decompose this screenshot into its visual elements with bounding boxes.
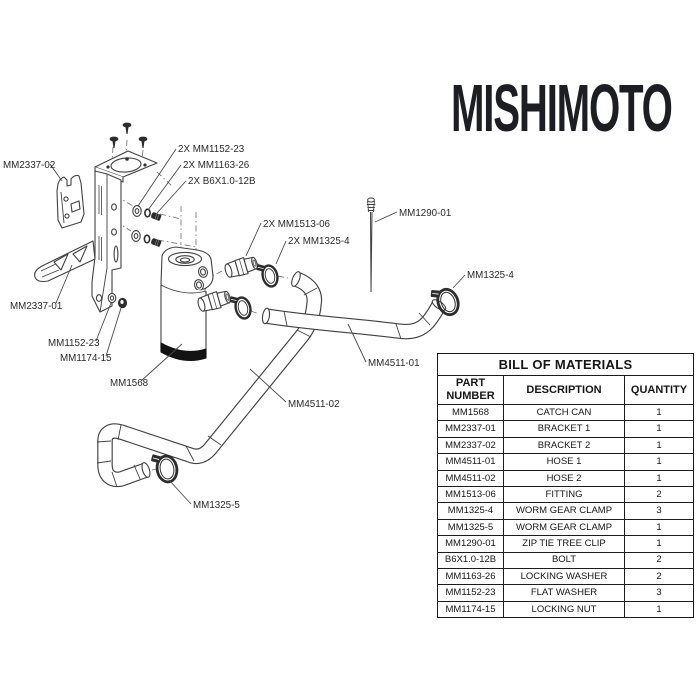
mounting-screws-drawing (109, 122, 148, 148)
part-number-cell: B6X1.0-12B (437, 551, 504, 569)
part-label: 2X MM1152-23 (178, 144, 245, 155)
quantity-cell: 1 (623, 453, 695, 471)
part-label: 2X B6X1.0-12B (188, 176, 256, 187)
part-label: MM2337-02 (3, 160, 55, 171)
part-label: 2X MM1513-06 (263, 219, 331, 230)
part-label: MM1152-23 (48, 338, 100, 349)
leader-lines (49, 148, 466, 505)
part-label: MM1174-15 (60, 353, 112, 364)
part-number-cell: MM1290-01 (437, 535, 504, 553)
locking-nut-icon (117, 297, 128, 309)
quantity-cell: 2 (623, 567, 695, 586)
flat-washer-icon (132, 205, 142, 217)
part-number-cell: MM1568 (437, 403, 504, 422)
worm-clamp-drawing (253, 258, 281, 291)
part-number-cell: MM4511-02 (437, 469, 504, 487)
screw-icon (122, 122, 132, 134)
part-number-cell: MM2337-01 (437, 420, 504, 438)
part-label: 2X MM1325-4 (288, 236, 350, 247)
washer-bolt-stacks-drawing (107, 205, 162, 309)
flat-washer-icon (131, 230, 141, 242)
part-label: MM1325-4 (467, 270, 514, 281)
bom-header-row: PART NUMBER DESCRIPTION QUANTITY (437, 375, 695, 405)
description-cell: WORM GEAR CLAMP (503, 502, 625, 520)
bom-col-description: DESCRIPTION (503, 375, 625, 405)
hose-2-drawing (96, 271, 323, 488)
description-cell: FLAT WASHER (503, 584, 625, 602)
part-labels: MM2337-02 2X MM1152-23 2X MM1163-26 2X B… (3, 144, 514, 511)
bolt-icon (151, 212, 162, 221)
part-label: MM4511-02 (288, 399, 340, 410)
part-number-cell: MM1325-5 (437, 518, 504, 537)
worm-clamp-drawing (226, 290, 254, 323)
bom-table: BILL OF MATERIALS PART NUMBER DESCRIPTIO… (436, 353, 695, 619)
description-cell: LOCKING WASHER (503, 567, 625, 586)
fitting-drawing (222, 253, 260, 280)
bom-col-quantity: QUANTITY (623, 375, 695, 405)
mishimoto-logo: MISHIMOTO (451, 71, 673, 146)
description-cell: BRACKET 2 (503, 436, 625, 455)
description-cell: ZIP TIE TREE CLIP (503, 535, 625, 553)
part-label: MM1290-01 (399, 208, 451, 219)
quantity-cell: 1 (623, 420, 695, 438)
description-cell: BOLT (503, 551, 625, 569)
quantity-cell: 1 (623, 403, 695, 422)
locking-washer-icon (144, 208, 151, 218)
quantity-cell: 2 (623, 485, 695, 504)
part-number-cell: MM2337-02 (437, 436, 504, 455)
quantity-cell: 1 (623, 436, 695, 455)
part-number-cell: MM1513-06 (437, 485, 504, 504)
description-cell: FITTING (503, 485, 625, 504)
description-cell: BRACKET 1 (503, 420, 625, 438)
bom-col-part-number: PART NUMBER (437, 375, 504, 405)
part-label: MM1568 (110, 378, 149, 389)
description-cell: LOCKING NUT (503, 600, 625, 619)
bom-title-row: BILL OF MATERIALS (436, 353, 695, 376)
part-number-cell: MM1163-26 (437, 567, 504, 586)
bracket-1-drawing (34, 150, 158, 313)
flat-washer-icon (107, 292, 117, 304)
bolt-icon (151, 238, 162, 247)
description-cell: HOSE 1 (503, 453, 625, 471)
part-number-cell: MM1325-4 (437, 502, 504, 520)
description-cell: CATCH CAN (503, 403, 625, 422)
quantity-cell: 1 (623, 469, 695, 487)
quantity-cell: 1 (623, 535, 695, 553)
screw-icon (109, 136, 119, 148)
part-label: 2X MM1163-26 (183, 160, 250, 171)
quantity-cell: 1 (623, 600, 695, 619)
part-number-cell: MM1174-15 (437, 600, 504, 619)
quantity-cell: 1 (623, 518, 695, 537)
zip-tie-drawing (367, 197, 376, 293)
locking-washer-icon (143, 234, 151, 244)
quantity-cell: 3 (623, 502, 695, 520)
quantity-cell: 2 (623, 551, 695, 569)
part-number-cell: MM4511-01 (437, 453, 504, 471)
hose-1-drawing (261, 299, 447, 340)
description-cell: HOSE 2 (503, 469, 625, 487)
screw-icon (138, 136, 148, 148)
bom-title: BILL OF MATERIALS (436, 353, 695, 376)
quantity-cell: 3 (623, 584, 695, 602)
part-label: MM2337-01 (10, 301, 62, 312)
description-cell: WORM GEAR CLAMP (503, 518, 625, 537)
part-label: MM1325-5 (193, 500, 240, 511)
bracket-2-drawing (56, 174, 85, 229)
part-label: MM4511-01 (368, 358, 420, 369)
part-number-cell: MM1152-23 (437, 584, 504, 602)
